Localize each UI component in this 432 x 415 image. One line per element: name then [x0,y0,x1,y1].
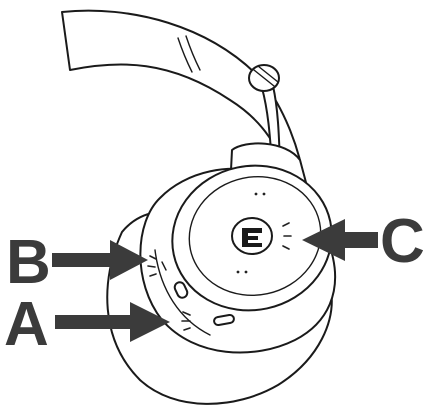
callout-c-label: C [380,207,425,276]
callout-b-label: B [6,228,51,297]
arrow-a [55,302,170,342]
arrow-c [302,219,378,261]
arrow-b [52,240,148,280]
indicator-dots [236,192,266,274]
callout-a-label: A [4,290,49,359]
center-touch-icon [282,222,292,250]
slider-switch-icon[interactable] [173,281,235,331]
side-button-icon[interactable] [147,255,167,277]
brand-e-logo-icon[interactable] [231,217,273,255]
